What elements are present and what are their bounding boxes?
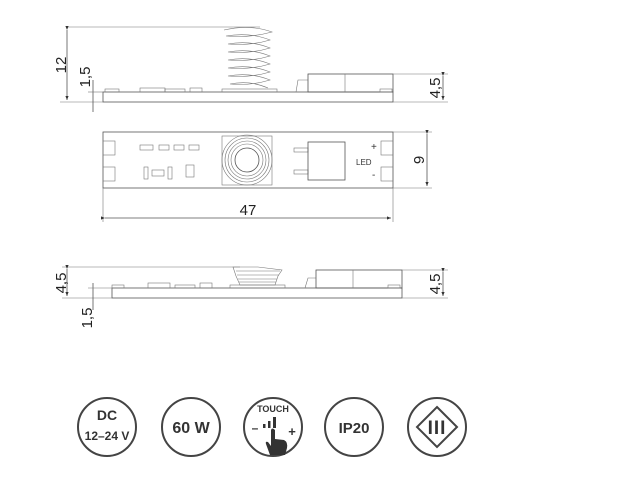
touch-label: TOUCH xyxy=(257,404,289,414)
component xyxy=(151,169,165,177)
pcb-board xyxy=(102,131,394,189)
voltage-type-label: DC xyxy=(97,407,117,423)
component xyxy=(188,144,200,151)
side-view-top: 12 1,5 4,5 xyxy=(53,26,448,112)
spring-compressed-icon xyxy=(232,266,283,286)
component xyxy=(173,144,185,151)
dim-board-thickness-bottom: 1,5 xyxy=(79,308,96,329)
dim-left-height: 4,5 xyxy=(53,273,70,294)
voltage-icon: DC 12–24 V xyxy=(77,397,137,457)
connector-pin xyxy=(293,147,309,153)
dim-height-total: 12 xyxy=(53,57,70,74)
touch-dimmer-icon: TOUCH – + xyxy=(243,397,303,457)
pad xyxy=(387,284,401,289)
component xyxy=(199,282,213,289)
dim-minus-label: – xyxy=(252,421,259,435)
led-label: LED xyxy=(356,158,372,167)
level-bar xyxy=(268,421,271,428)
pad xyxy=(102,166,116,182)
pad xyxy=(111,284,125,289)
component xyxy=(158,144,170,151)
component xyxy=(147,282,171,289)
dim-right-height: 4,5 xyxy=(427,274,444,295)
component xyxy=(139,144,154,151)
voltage-range-label: 12–24 V xyxy=(85,429,130,443)
pad xyxy=(380,140,394,156)
dim-length: 47 xyxy=(240,202,257,219)
connector xyxy=(307,141,346,181)
side-view-bottom: 4,5 1,5 4,5 xyxy=(53,265,448,329)
coil-icon xyxy=(221,134,273,186)
minus-label: - xyxy=(372,170,375,181)
component xyxy=(174,284,196,289)
component xyxy=(185,164,195,178)
safety-class-label: III xyxy=(428,418,447,439)
pcb-board xyxy=(111,287,403,299)
level-bar xyxy=(273,417,276,428)
connector-pin xyxy=(293,169,309,175)
connector-latch xyxy=(295,79,308,93)
ip-rating-icon: IP20 xyxy=(324,397,384,457)
component xyxy=(139,87,166,93)
component xyxy=(143,166,149,180)
dim-board-thickness: 1,5 xyxy=(77,67,94,88)
connector-latch xyxy=(304,277,316,289)
pad xyxy=(104,88,120,93)
safety-class-iii-icon: III xyxy=(407,397,467,457)
hand-icon xyxy=(265,428,288,455)
connector xyxy=(307,73,394,93)
component xyxy=(164,88,186,93)
spring-base xyxy=(221,88,278,93)
power-label: 60 W xyxy=(172,420,210,437)
spring-base xyxy=(229,284,286,289)
connector xyxy=(315,269,403,289)
dim-plus-label: + xyxy=(288,424,296,439)
level-bar xyxy=(263,424,266,428)
spring-icon xyxy=(223,27,273,89)
ip-rating-label: IP20 xyxy=(339,420,370,437)
pad xyxy=(102,140,116,156)
pad xyxy=(379,88,393,93)
plus-label: + xyxy=(371,142,377,153)
dim-connector-height: 4,5 xyxy=(427,78,444,99)
pad xyxy=(380,166,394,182)
component xyxy=(167,166,173,180)
power-icon: 60 W xyxy=(161,397,221,457)
component xyxy=(189,87,203,93)
plan-view: LED + - 47 9 xyxy=(101,130,432,222)
pcb-board xyxy=(102,91,394,103)
dim-width: 9 xyxy=(411,156,428,164)
